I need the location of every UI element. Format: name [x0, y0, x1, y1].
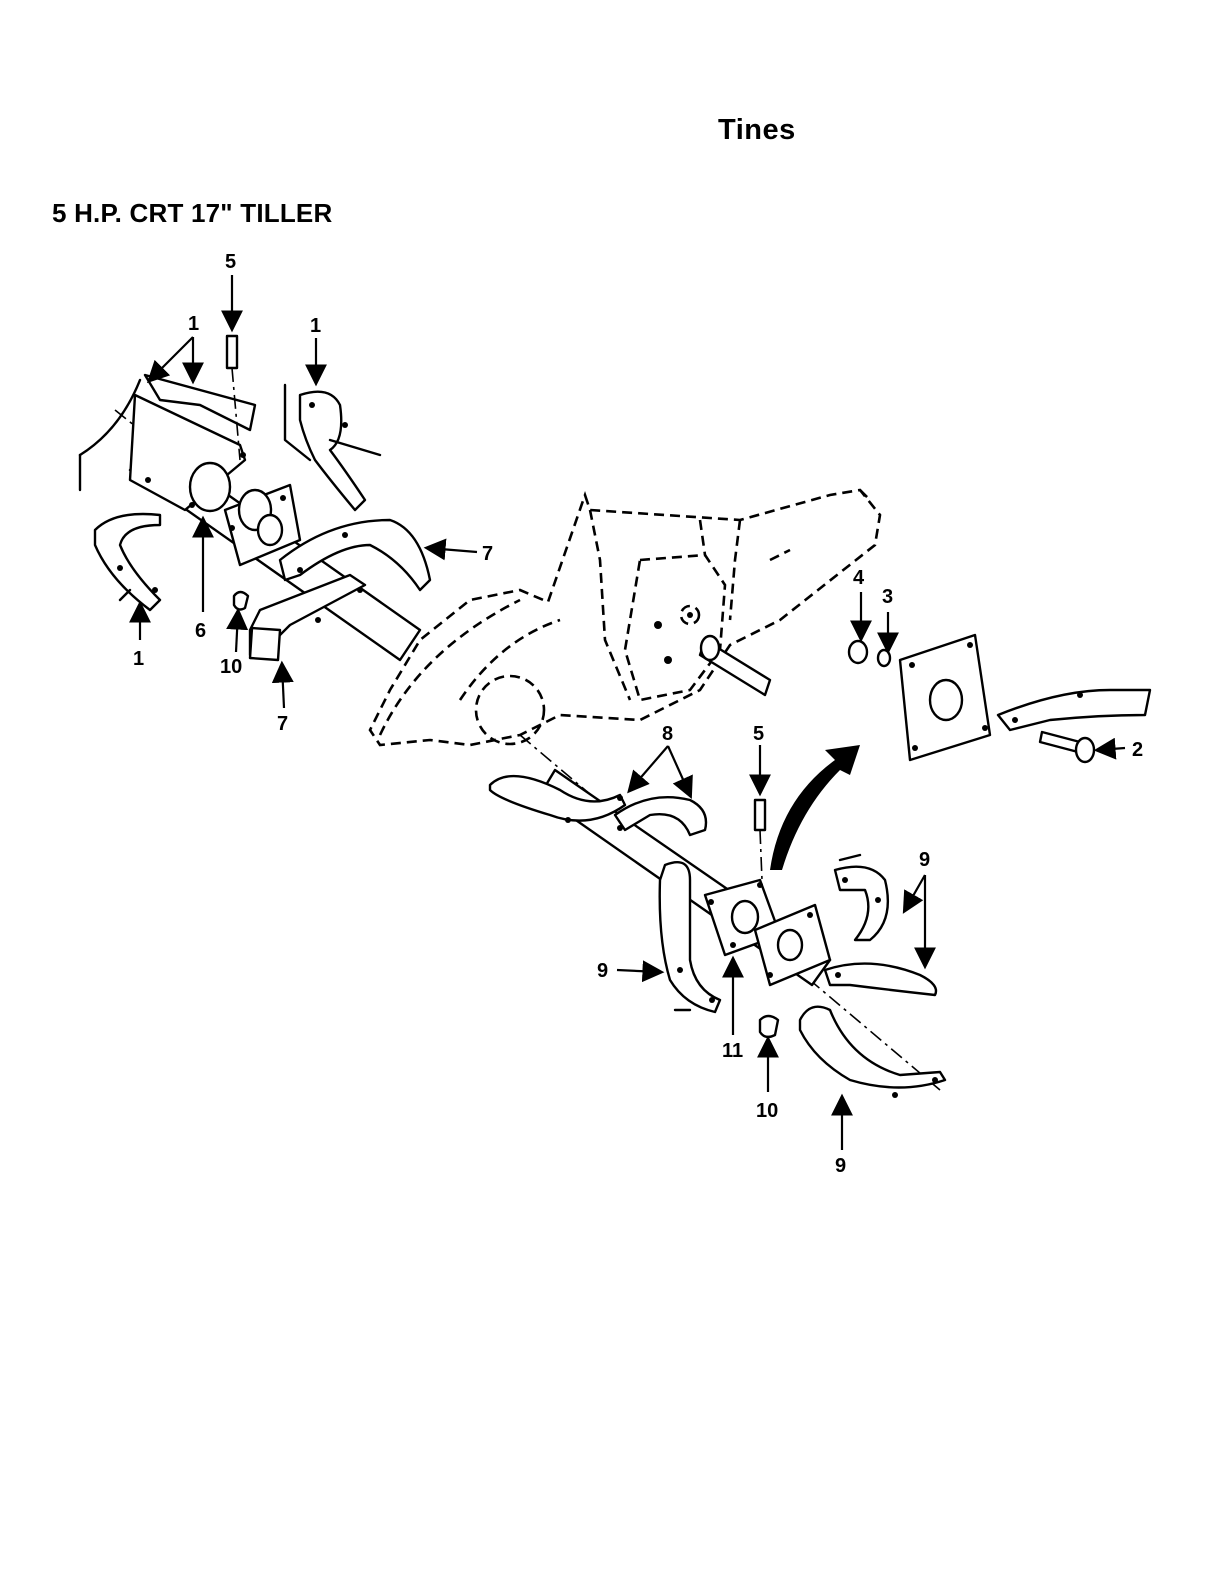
- callout-10-left: 10: [220, 656, 242, 678]
- right-tine-assembly: [490, 735, 945, 1098]
- transmission-housing: [370, 490, 880, 745]
- callout-11: 11: [722, 1040, 743, 1062]
- callout-5-right: 5: [753, 723, 764, 745]
- callout-7-lower: 7: [277, 713, 288, 735]
- callout-3: 3: [882, 586, 893, 608]
- callout-4: 4: [853, 567, 865, 589]
- side-plate-assembly: [849, 635, 1150, 762]
- left-tine-assembly: [80, 336, 430, 660]
- callout-1-top-right: 1: [310, 315, 321, 337]
- callout-6: 6: [195, 620, 206, 642]
- tine-shaft-right: [700, 636, 770, 695]
- callout-1-top-left: 1: [188, 313, 199, 335]
- callout-1-bottom: 1: [133, 648, 144, 670]
- callout-8: 8: [662, 723, 673, 745]
- callout-7-upper: 7: [482, 543, 493, 565]
- callout-9-bottom: 9: [835, 1155, 846, 1177]
- callout-9-upper-right: 9: [919, 849, 930, 871]
- callout-5-top: 5: [225, 251, 236, 273]
- callout-2: 2: [1132, 739, 1143, 761]
- callout-9-left: 9: [597, 960, 608, 982]
- callout-10-right: 10: [756, 1100, 778, 1122]
